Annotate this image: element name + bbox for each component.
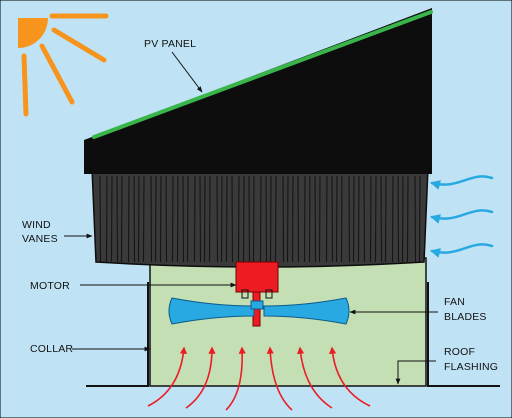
pv-panel-housing	[84, 8, 432, 174]
vane-line	[231, 175, 234, 263]
vane-line	[291, 175, 294, 263]
vane-line	[237, 175, 240, 263]
motor-label: MOTOR	[30, 280, 70, 292]
vane-line	[259, 175, 262, 263]
vane-line	[120, 175, 123, 263]
vane-line	[397, 175, 400, 263]
vane-line	[220, 175, 223, 263]
vane-line	[269, 175, 272, 263]
vane-line	[110, 175, 113, 263]
pv-panel	[92, 10, 433, 139]
vane-line	[105, 175, 108, 263]
vane-line	[318, 175, 321, 263]
pv-panel-leader	[171, 51, 203, 93]
vane-line	[252, 175, 255, 263]
sun-icon	[18, 13, 109, 117]
vane-line	[186, 175, 189, 263]
vane-line	[242, 175, 245, 263]
vane-line	[325, 175, 328, 263]
vane-line	[150, 175, 153, 263]
vane-line	[116, 175, 119, 263]
vane-line	[282, 175, 285, 263]
roof-flashing	[86, 282, 500, 387]
vane-line	[352, 175, 355, 263]
vane-line	[165, 175, 168, 263]
vane-line	[314, 175, 317, 263]
vane-line	[99, 175, 102, 263]
vane-line	[203, 175, 206, 263]
vane-line	[274, 175, 277, 263]
vane-line	[182, 175, 185, 263]
vane-line	[308, 175, 311, 263]
vane-line	[208, 175, 211, 263]
vane-line	[216, 175, 219, 263]
vane-line	[137, 175, 140, 263]
collar	[149, 257, 427, 387]
vane-line	[369, 175, 372, 263]
vane-line	[225, 175, 228, 263]
fan-blades-label-line1: FAN	[444, 296, 465, 308]
vane-line	[418, 175, 421, 263]
vane-line	[374, 175, 377, 263]
wind-vanes-label-line1: WIND	[22, 219, 51, 231]
pv-panel-label: PV PANEL	[144, 38, 196, 50]
fan-blades	[168, 297, 350, 325]
vane-line	[199, 175, 202, 263]
vane-line	[335, 175, 338, 263]
vane-line	[286, 175, 289, 263]
roof-flashing-label-line2: FLASHING	[444, 361, 498, 373]
vane-line	[391, 175, 394, 263]
vane-line	[363, 175, 366, 263]
vane-line	[176, 175, 179, 263]
vane-line	[154, 175, 157, 263]
vane-line	[331, 175, 334, 263]
vane-line	[297, 175, 300, 263]
vane-line	[406, 175, 409, 263]
wind-vanes-label-line2: VANES	[22, 233, 58, 245]
vane-line	[127, 175, 130, 263]
vane-line	[193, 175, 196, 263]
vane-line	[380, 175, 383, 263]
vane-line	[159, 175, 162, 263]
roof-flashing-label-line1: ROOF	[444, 346, 475, 358]
roof-flashing-leader	[395, 360, 436, 385]
vane-line	[357, 175, 360, 263]
vane-line	[401, 175, 404, 263]
wind-vanes	[91, 167, 429, 268]
fan-blades-label-line2: BLADES	[444, 311, 487, 323]
vane-line	[384, 175, 387, 263]
vane-line	[340, 175, 343, 263]
vane-line	[265, 175, 268, 263]
vane-line	[133, 175, 136, 263]
vane-line	[414, 175, 417, 263]
vane-line	[248, 175, 251, 263]
vane-line	[171, 175, 174, 263]
collar-label: COLLAR	[30, 343, 73, 355]
vane-line	[142, 175, 145, 263]
airflow-arrows	[147, 346, 371, 411]
wind-arrows	[430, 175, 494, 258]
vane-line	[303, 175, 306, 263]
vane-line	[348, 175, 351, 263]
